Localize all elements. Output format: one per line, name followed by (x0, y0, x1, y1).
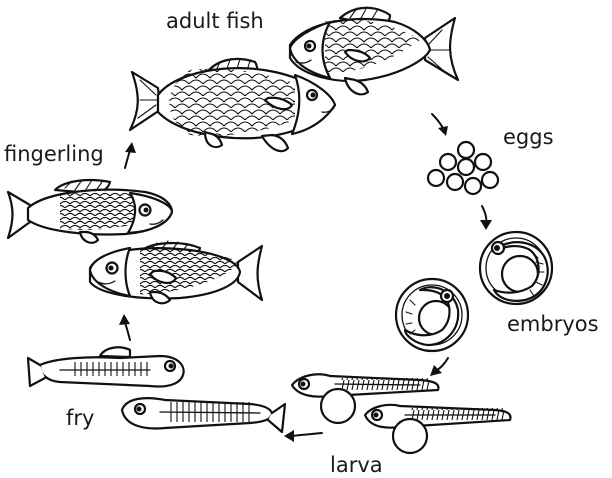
label-embryos: embryos (507, 312, 599, 336)
embryo-2 (394, 277, 470, 353)
adult-fish-2 (288, 6, 460, 96)
eggs-cluster (426, 140, 500, 196)
fry-2 (120, 397, 287, 434)
label-fry: fry (66, 406, 95, 430)
embryo-1 (478, 230, 554, 306)
arrow-fingerling-to-adult (124, 142, 136, 169)
label-larva: larva (330, 453, 383, 477)
arrow-adult-to-eggs (431, 113, 448, 136)
label-eggs: eggs (503, 125, 554, 149)
fingerling-2 (88, 240, 264, 305)
label-fingerling: fingerling (4, 142, 104, 166)
fingerling-1 (6, 179, 174, 244)
arrow-fry-to-fingerling (119, 314, 131, 341)
arrow-eggs-to-embryos (480, 205, 492, 230)
larva-2 (363, 403, 512, 455)
adult-fish-1 (128, 57, 337, 153)
arrow-embryos-to-larva (430, 357, 449, 376)
label-adult-fish: adult fish (166, 9, 264, 33)
fry-1 (26, 346, 185, 388)
arrow-larva-to-fry (284, 430, 323, 442)
larva-1 (290, 373, 440, 425)
